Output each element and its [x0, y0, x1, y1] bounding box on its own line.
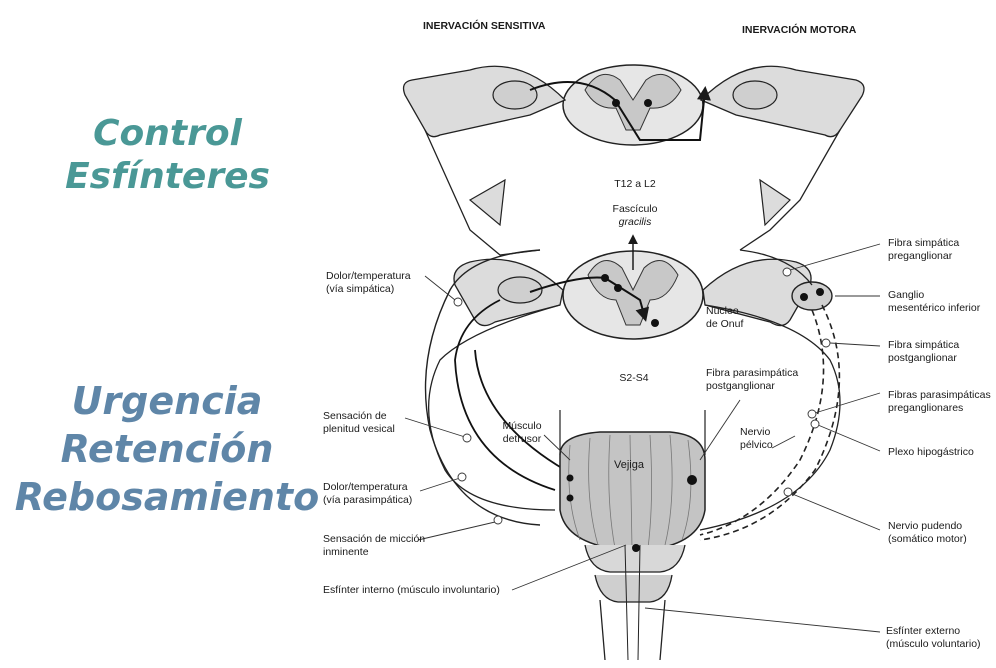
title-line: Esfínteres: [65, 156, 270, 198]
imminent-micturition-label: Sensación de micción inminente: [323, 533, 425, 559]
title-line: Control: [93, 113, 242, 154]
label-line: Fibra parasimpática: [706, 367, 799, 379]
label-line: inminente: [323, 545, 369, 558]
onuf-nucleus-label: Núcleo de Onuf: [706, 305, 743, 331]
detrusor-label: Músculo detrusor: [494, 420, 550, 446]
pelvic-nerve-label: Nervio pélvico: [740, 426, 773, 452]
label-line: Fibra simpática: [888, 339, 960, 351]
level-upper-label: T12 a L2: [614, 178, 656, 190]
label-line: plenitud vesical: [323, 422, 395, 435]
label-line: (vía simpática): [326, 282, 395, 295]
disorders-title: Urgencia Retención Rebosamiento: [12, 378, 322, 522]
level-lower-label: S2-S4: [619, 372, 649, 384]
label-line: (somático motor): [888, 532, 967, 545]
label-line: Ganglio: [888, 289, 925, 301]
label-line: preganglionares: [888, 401, 964, 414]
bladder-fullness-label: Sensación de plenitud vesical: [323, 410, 395, 436]
title-line: Retención: [60, 426, 274, 471]
label-line: Sensación de micción: [323, 533, 426, 545]
bladder-label: Vejiga: [614, 459, 644, 471]
label-line: Núcleo: [706, 305, 739, 317]
label-line: Fascículo: [612, 203, 658, 215]
title-line: Rebosamiento: [14, 474, 320, 519]
internal-sphincter-label: Esfínter interno (músculo involuntario): [323, 584, 500, 596]
label-line: postganglionar: [706, 379, 775, 392]
label-line: Músculo: [502, 420, 542, 432]
control-esfinteres-title: Control Esfínteres: [60, 112, 275, 198]
pudendal-nerve-label: Nervio pudendo (somático motor): [888, 520, 967, 546]
title-line: Urgencia: [71, 379, 263, 423]
hypogastric-plexus-label: Plexo hipogástrico: [888, 446, 974, 458]
label-line: de Onuf: [706, 317, 744, 330]
label-line: pélvico: [740, 438, 773, 451]
sympathetic-postganglionic-label: Fibra simpática postganglionar: [888, 339, 959, 365]
label-line: Nervio pudendo: [888, 520, 963, 532]
motor-innervation-header: INERVACIÓN MOTORA: [742, 24, 857, 36]
label-line: gracilis: [618, 215, 652, 228]
inferior-mesenteric-ganglion: [791, 281, 833, 311]
label-line: Fibra simpática: [888, 237, 960, 249]
label-line: postganglionar: [888, 351, 957, 364]
label-line: Esfínter externo: [886, 625, 961, 637]
parasympathetic-postganglionic-label: Fibra parasimpática postganglionar: [706, 367, 798, 393]
label-line: (músculo voluntario): [886, 637, 981, 650]
label-line: Dolor/temperatura: [323, 481, 408, 493]
label-line: mesentérico inferior: [888, 301, 981, 314]
nerve-pathways: [424, 249, 841, 541]
lower-spinal-cord: [453, 234, 812, 340]
pain-sympathetic-label: Dolor/temperatura (vía simpática): [326, 270, 411, 296]
external-sphincter-label: Esfínter externo (músculo voluntario): [886, 625, 981, 651]
parasympathetic-preganglionic-label: Fibras parasimpáticas preganglionares: [888, 389, 991, 415]
label-line: Sensación de: [323, 410, 387, 422]
label-line: Fibras parasimpáticas: [888, 389, 991, 401]
inferior-mesenteric-ganglion-label: Ganglio mesentérico inferior: [888, 289, 980, 315]
pain-parasympathetic-label: Dolor/temperatura (vía parasimpática): [323, 481, 412, 507]
label-line: preganglionar: [888, 249, 953, 262]
sensory-innervation-header: INERVACIÓN SENSITIVA: [423, 20, 546, 32]
sympathetic-preganglionic-label: Fibra simpática preganglionar: [888, 237, 959, 263]
leader-lines: [404, 243, 881, 633]
bladder: [559, 410, 706, 661]
label-line: detrusor: [502, 432, 542, 445]
upper-spinal-cord: [402, 64, 865, 256]
label-line: (vía parasimpática): [323, 493, 413, 506]
fasciculus-gracilis-label: Fascículo gracilis: [595, 203, 675, 229]
label-line: Dolor/temperatura: [326, 270, 411, 282]
label-line: Nervio: [740, 426, 771, 438]
